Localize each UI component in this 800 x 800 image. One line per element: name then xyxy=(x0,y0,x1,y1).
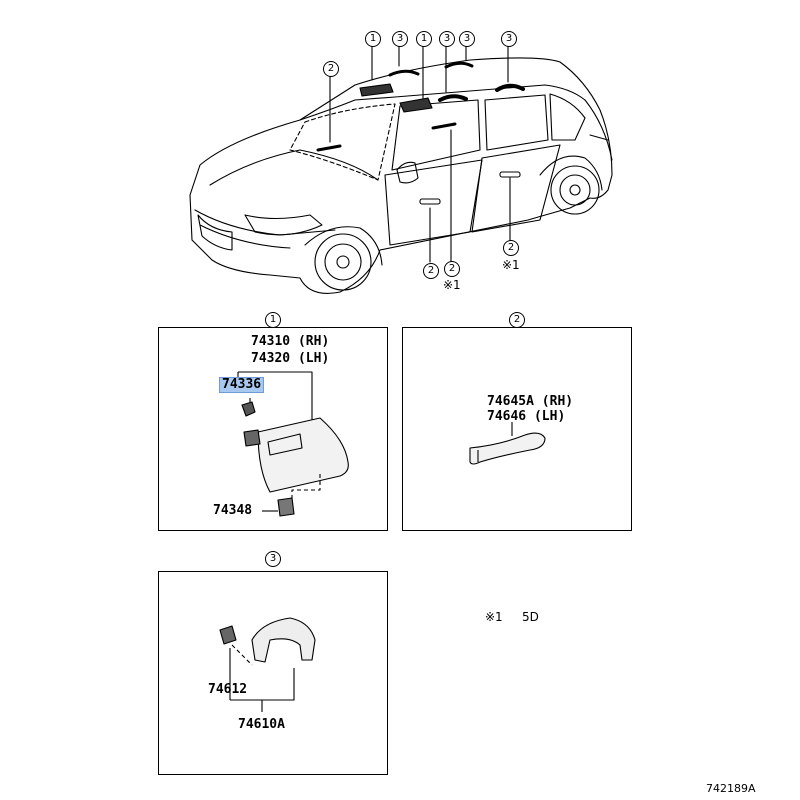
part-number-74310-rh[interactable]: 74310 (RH) xyxy=(251,334,330,349)
callout-1-visor-rh: 1 xyxy=(365,31,381,47)
part-number-74612[interactable]: 74612 xyxy=(208,682,248,697)
part-number-74320-lh[interactable]: 74320 (LH) xyxy=(251,351,330,366)
part-number-74610a[interactable]: 74610A xyxy=(238,717,285,732)
callout-2-center: 2 xyxy=(444,261,460,277)
panel-sun-visor xyxy=(158,327,388,531)
callout-2-pillar: 2 xyxy=(323,61,339,77)
car-note-rear: ※1 xyxy=(502,258,520,272)
panel-pillar-garnish xyxy=(402,327,632,531)
callout-2-front-door: 2 xyxy=(423,263,439,279)
callout-2-rear-door: 2 xyxy=(503,240,519,256)
callout-3-grip-d: 3 xyxy=(501,31,517,47)
part-number-74348[interactable]: 74348 xyxy=(213,503,253,518)
panel3-header-callout: 3 xyxy=(265,551,281,567)
panel1-header-callout: 1 xyxy=(265,312,281,328)
part-number-74645a-rh[interactable]: 74645A (RH) xyxy=(487,394,574,409)
part-number-74646-lh[interactable]: 74646 (LH) xyxy=(487,409,566,424)
part-number-74336-highlighted[interactable]: 74336 xyxy=(219,377,265,393)
callout-1-visor-lh: 1 xyxy=(416,31,432,47)
callout-3-grip-c: 3 xyxy=(459,31,475,47)
callout-3-grip-a: 3 xyxy=(392,31,408,47)
footnote-mark: ※1 xyxy=(485,610,503,624)
panel-assist-grip xyxy=(158,571,388,775)
car-note-center: ※1 xyxy=(443,278,461,292)
diagram-code: 742189A xyxy=(706,782,756,795)
callout-3-grip-b: 3 xyxy=(439,31,455,47)
footnote-text: 5D xyxy=(522,610,539,624)
